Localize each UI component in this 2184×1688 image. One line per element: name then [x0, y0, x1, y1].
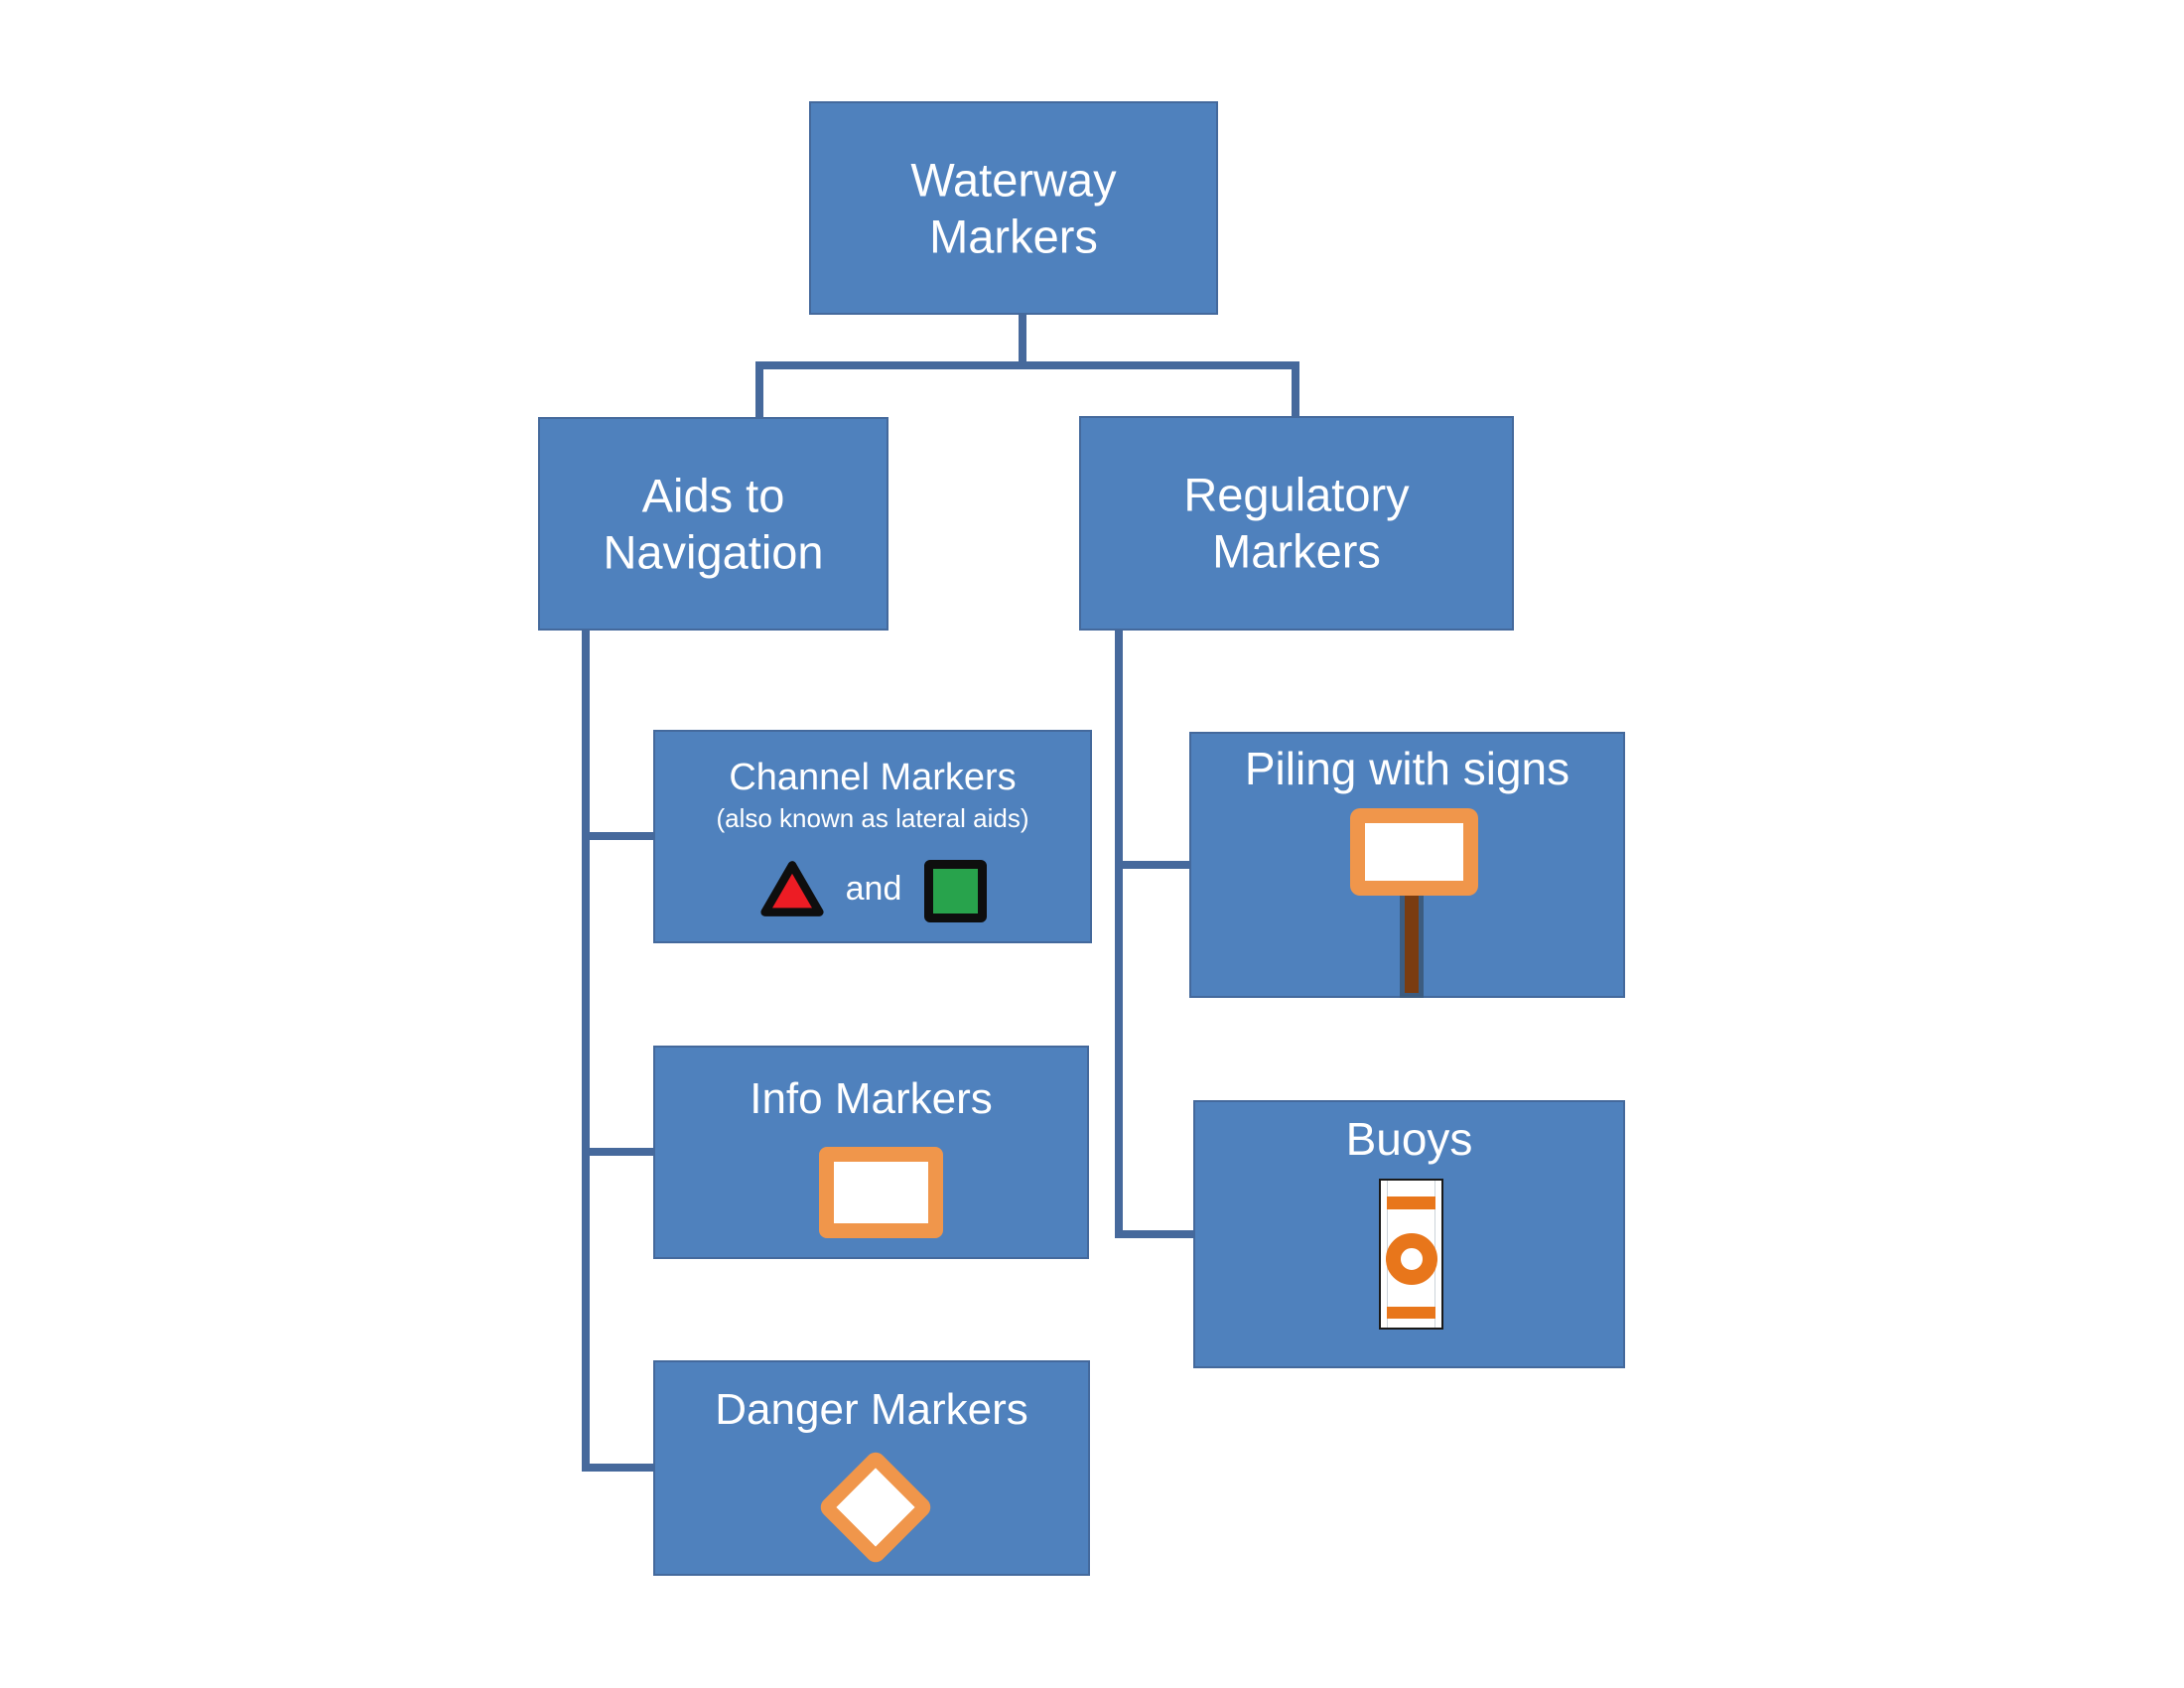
channel-and-label: and: [845, 870, 902, 908]
connector-branch-buoys: [1115, 1230, 1195, 1238]
buoy-ring: [1385, 1233, 1437, 1285]
node-label: Regulatory Markers: [1081, 467, 1512, 581]
piling-post-icon: [1400, 886, 1424, 998]
node-channel-markers: Channel Markers (also known as lateral a…: [653, 730, 1092, 943]
connector-branch-danger: [582, 1464, 655, 1472]
node-label-line2: Navigation: [603, 525, 824, 579]
connector-left-trunk: [582, 631, 590, 1472]
danger-diamond-icon: [816, 1448, 935, 1567]
danger-title: Danger Markers: [715, 1385, 1028, 1434]
node-label: Aids to Navigation: [540, 467, 887, 581]
connector-branch-info: [582, 1148, 655, 1156]
buoy-top-stripe: [1387, 1196, 1435, 1209]
connector-root-stub: [1019, 315, 1026, 367]
connector-drop-aids: [755, 361, 763, 419]
node-danger-markers: Danger Markers: [653, 1360, 1090, 1576]
node-label-line1: Waterway: [910, 153, 1117, 207]
connector-drop-regulatory: [1292, 361, 1299, 418]
node-aids-to-navigation: Aids to Navigation: [538, 417, 888, 631]
channel-title: Channel Markers: [729, 757, 1017, 798]
channel-subtitle: (also known as lateral aids): [716, 803, 1029, 833]
connector-top-horizontal: [755, 361, 1299, 369]
node-label-line2: Markers: [929, 210, 1098, 263]
piling-title: Piling with signs: [1244, 743, 1570, 794]
green-square-icon: [924, 860, 987, 922]
connector-branch-piling: [1115, 861, 1191, 869]
node-label-line1: Regulatory: [1183, 468, 1410, 521]
buoy-icon: [1379, 1179, 1443, 1330]
buoys-title: Buoys: [1345, 1113, 1473, 1165]
node-piling-with-signs: Piling with signs: [1189, 732, 1625, 998]
buoy-bottom-stripe: [1387, 1307, 1435, 1319]
info-marker-icon: [819, 1147, 943, 1238]
red-triangle-icon: [760, 861, 824, 916]
node-regulatory-markers: Regulatory Markers: [1079, 416, 1514, 631]
connector-right-trunk: [1115, 631, 1123, 1238]
node-info-markers: Info Markers: [653, 1046, 1089, 1259]
node-label-line2: Markers: [1212, 525, 1381, 578]
node-label-line1: Aids to: [641, 469, 785, 522]
info-title: Info Markers: [750, 1074, 993, 1123]
node-label: Waterway Markers: [811, 151, 1216, 265]
node-buoys: Buoys: [1193, 1100, 1625, 1368]
connector-branch-channel: [582, 832, 655, 840]
node-waterway-markers: Waterway Markers: [809, 101, 1218, 315]
piling-sign-icon: [1350, 808, 1478, 896]
